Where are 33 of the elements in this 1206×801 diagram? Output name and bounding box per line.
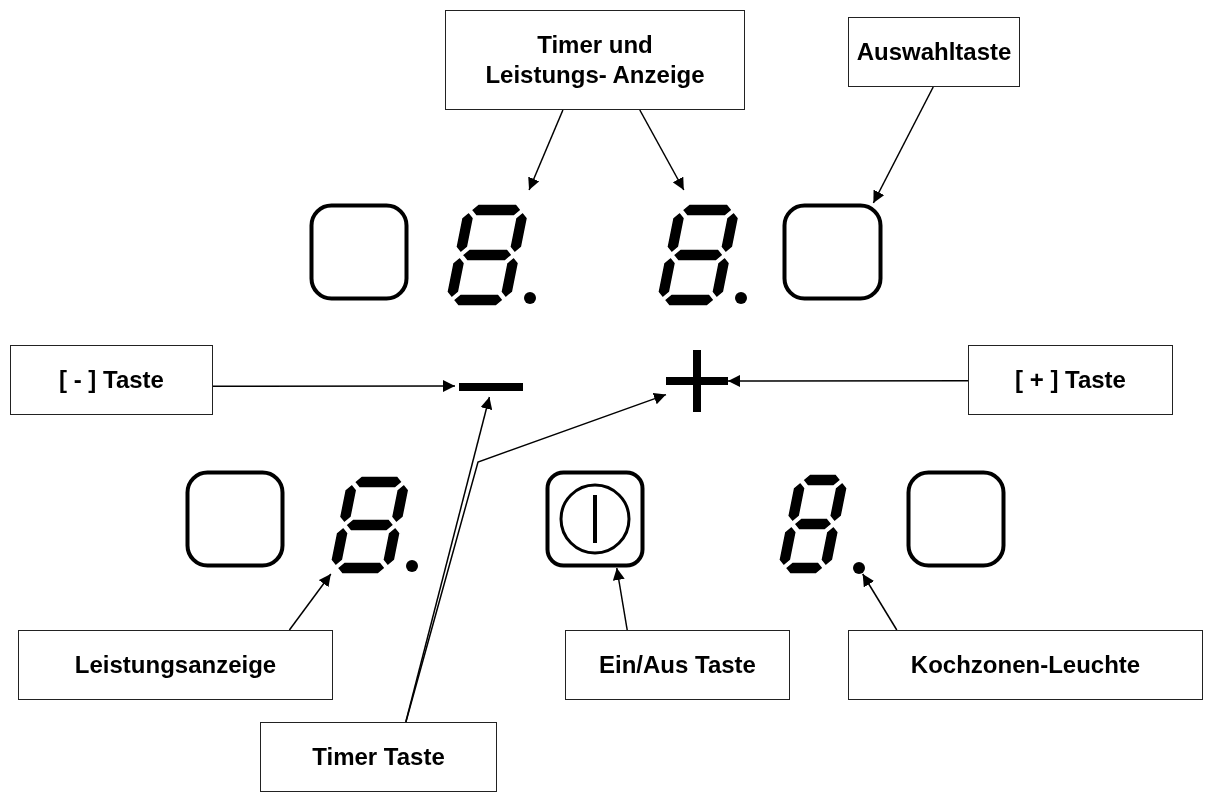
square-button — [309, 203, 409, 301]
label-box — [18, 630, 333, 700]
label-text: Timer Taste — [312, 743, 445, 770]
square-button — [906, 470, 1006, 568]
leader-arrow — [727, 375, 969, 387]
label-text: Kochzonen-Leuchte — [910, 651, 1141, 678]
leader-arrow — [405, 396, 493, 723]
label-box — [260, 722, 497, 792]
label-box — [10, 345, 213, 415]
label-box — [445, 10, 745, 110]
leader-arrow — [212, 380, 456, 392]
label-box — [848, 630, 1203, 700]
leader-arrow — [612, 567, 628, 631]
leader-arrow — [872, 86, 934, 204]
leader-arrow — [288, 573, 332, 631]
label-text: Ein/Aus Taste — [599, 651, 756, 678]
square-button — [782, 203, 883, 301]
leader-arrow — [405, 393, 667, 723]
leader-arrow — [528, 109, 564, 191]
square-button — [185, 470, 285, 568]
label-box — [848, 17, 1020, 87]
label-box — [565, 630, 790, 700]
label-text: Leistungsanzeige — [74, 651, 277, 678]
label-text: Timer und Leistungs- Anzeige — [485, 31, 705, 88]
power-button — [545, 470, 645, 568]
label-text: Auswahltaste — [856, 38, 1012, 65]
label-text: [ + ] Taste — [1015, 366, 1126, 393]
leader-arrow — [861, 573, 898, 631]
label-box — [968, 345, 1173, 415]
leader-arrow — [639, 109, 685, 191]
plus-sign — [666, 350, 728, 412]
indicator-dot — [853, 562, 865, 574]
label-text: [ - ] Taste — [59, 366, 164, 393]
